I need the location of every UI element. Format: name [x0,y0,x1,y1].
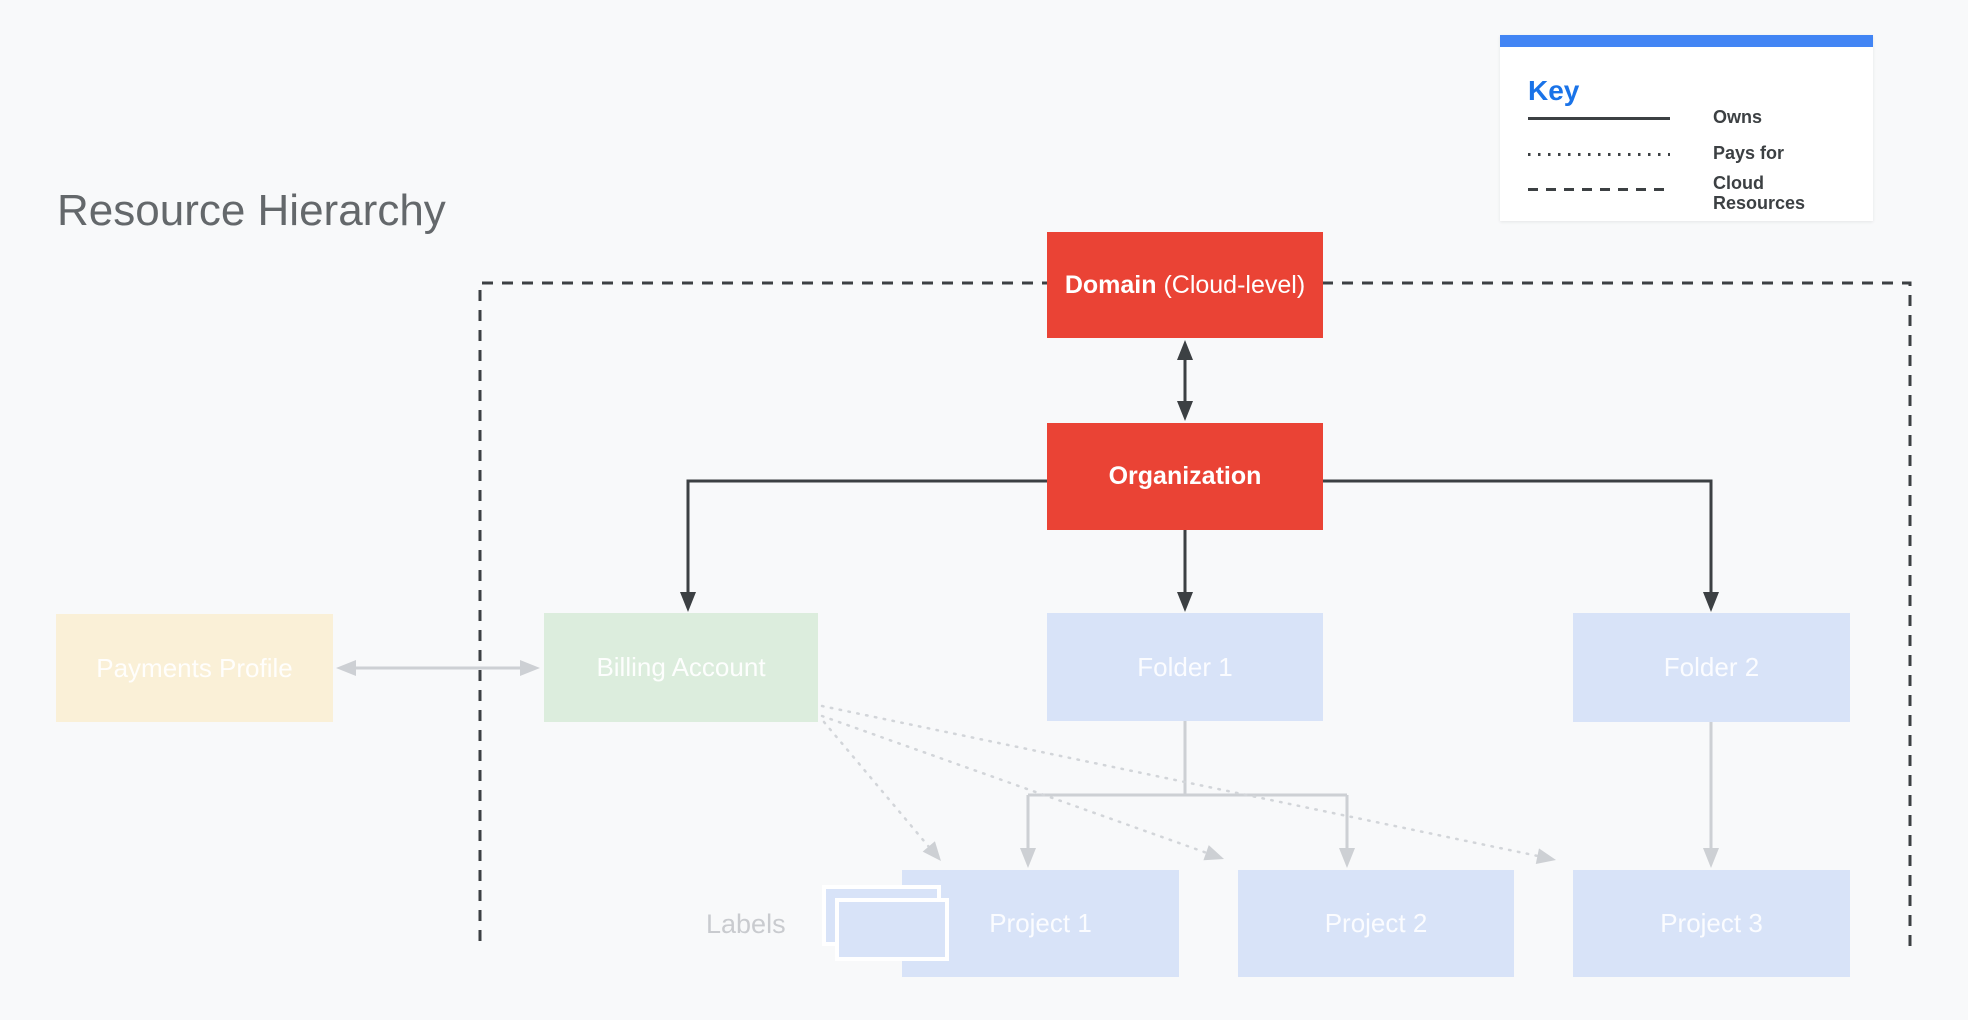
folder-1-label: Folder 1 [1137,651,1233,682]
domain-label-rest: (Cloud-level) [1156,270,1306,299]
edge-billing-paysfor-project3 [820,704,1540,858]
edge-billing-paysfor-project2 [820,714,1209,855]
edge-billing-paysfor-project1 [822,720,931,849]
arrowhead-right-billing [520,660,540,676]
legend-label-owns: Owns [1713,107,1763,127]
node-billing-account: Billing Account [544,613,818,722]
billing-account-label: Billing Account [596,652,766,682]
node-project-3: Project 3 [1573,870,1850,977]
legend-dashed-line-icon [1528,188,1670,191]
legend-dotted-line-icon [1528,153,1670,156]
folder-2-label: Folder 2 [1663,652,1760,682]
cloud-resources-boundary-dashed [478,281,1912,952]
node-folder-1: Folder 1 [1047,613,1323,721]
payments-profile-label: Payments Profile [96,652,293,683]
legend-title: Key [1528,75,1580,106]
domain-label-bold: Domain [1064,270,1157,299]
arrowhead-billing-account [680,592,696,612]
arrowhead-project1-owns [1020,848,1036,868]
node-organization: Organization [1047,423,1323,530]
arrowhead-project1-paysfor [922,841,941,861]
project-3-label: Project 3 [1660,908,1763,938]
edge-organization-billing [686,479,1047,593]
legend-panel: Key Owns Pays for Cloud Resources [1500,35,1873,221]
project-2-label: Project 2 [1324,908,1428,938]
labels-caption: Labels [706,909,786,939]
legend-label-pays-for: Pays for [1713,143,1785,163]
organization-label: Organization [1108,462,1262,490]
arrowhead-project3-owns [1703,848,1719,868]
arrowhead-project2-owns [1339,848,1355,868]
edge-organization-folder2 [1323,479,1713,593]
node-payments-profile: Payments Profile [56,614,333,722]
arrowhead-project2-paysfor [1203,845,1224,861]
arrowhead-down-organization [1177,401,1193,421]
arrowhead-up-domain [1177,340,1193,360]
legend-solid-line-icon [1528,117,1670,120]
legend-accent-bar [1500,35,1873,47]
arrowhead-project3-paysfor [1535,848,1556,865]
node-project-2: Project 2 [1238,870,1514,977]
node-folder-2: Folder 2 [1573,613,1850,722]
page-title: Resource Hierarchy [57,186,446,235]
legend-label-cloud-resources: Cloud Resources [1713,173,1806,213]
labels-stack-icon [835,898,949,961]
arrowhead-folder1 [1177,592,1193,612]
node-domain: Domain (Cloud-level) [1047,232,1323,338]
arrowhead-left-payments [336,660,356,676]
project-1-label: Project 1 [989,908,1092,938]
arrowhead-folder2 [1703,592,1719,612]
